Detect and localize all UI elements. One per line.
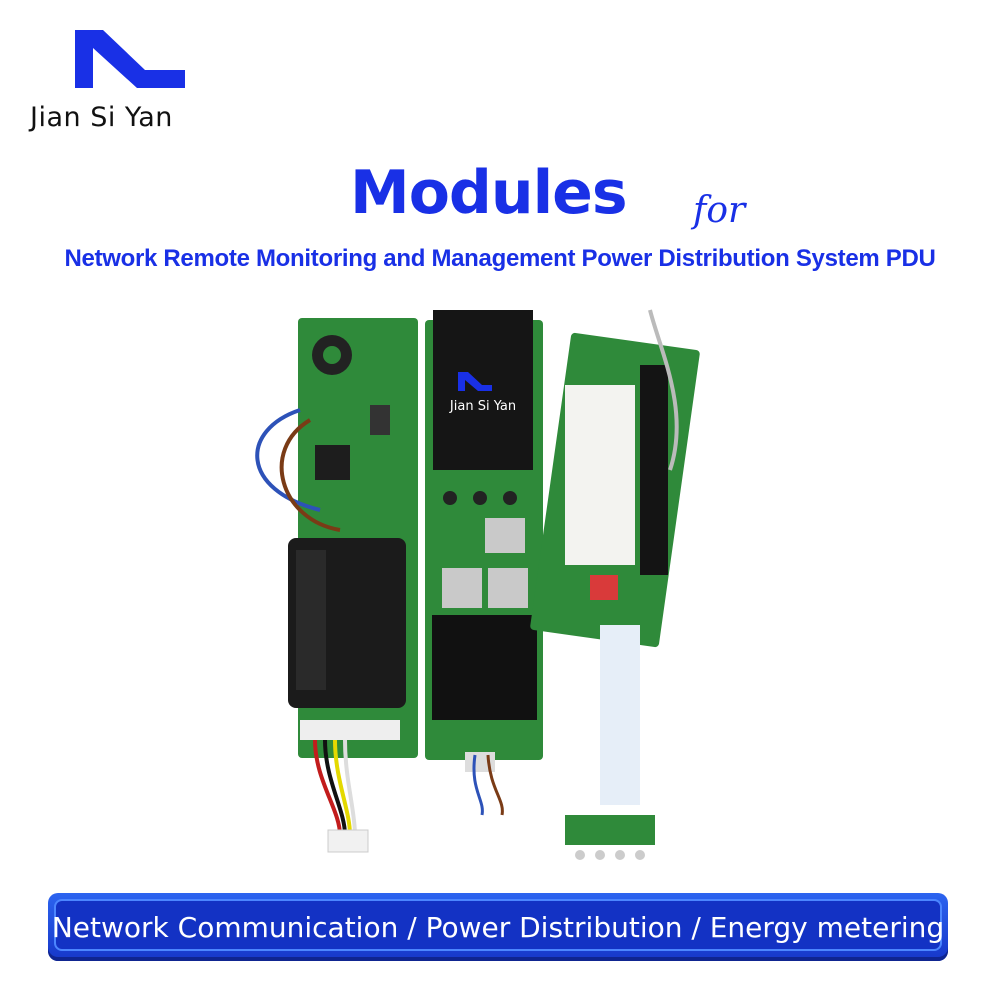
screen-logo-text: Jian Si Yan [449,399,516,414]
network-module-board: Jian Si Yan [425,310,543,816]
page-title: Modules [350,158,628,228]
power-module-board [255,318,418,853]
page-subtitle: Network Remote Monitoring and Management… [64,245,936,272]
brand-name: Jian Si Yan [30,102,173,133]
feature-banner: Network Communication / Power Distributi… [48,893,948,961]
brand-logo: Jian Si Yan [30,30,230,140]
title-connector: for [693,190,746,231]
product-photo: Jian Si Yan [255,309,700,860]
brand-logo-mark-icon [75,30,185,88]
relay-module-board [530,309,700,860]
feature-banner-text: Network Communication / Power Distributi… [51,910,945,944]
